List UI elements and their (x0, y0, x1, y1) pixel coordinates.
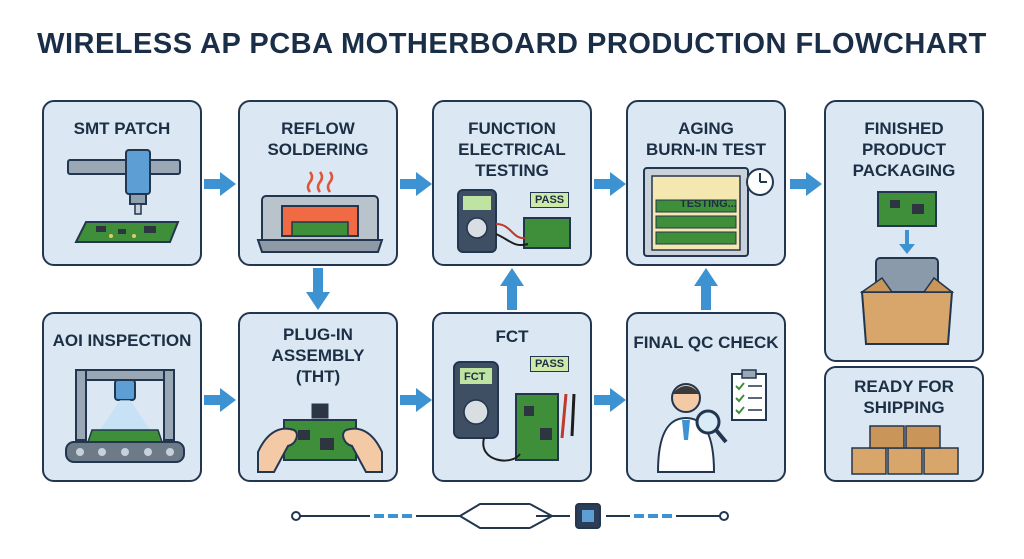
step-aging-burn-in-test: AGING BURN-IN TEST TESTING... (626, 100, 786, 266)
step-label: AOI INSPECTION (52, 331, 192, 350)
step-ready-for-shipping: READY FOR SHIPPING (824, 366, 984, 482)
hands-inserting-component-icon (257, 403, 383, 473)
pick-and-place-machine-icon (67, 149, 181, 243)
arrow-right-icon (400, 172, 432, 196)
step-label: ELECTRICAL (458, 140, 566, 159)
reflow-oven-icon (256, 171, 384, 253)
step-final-qc-check: FINAL QC CHECK (626, 312, 786, 482)
aoi-camera-conveyor-icon (65, 369, 185, 463)
multimeter-icon (457, 189, 571, 253)
arrow-up-icon (694, 268, 718, 310)
pass-badge: PASS (530, 356, 570, 372)
step-label: FINAL QC CHECK (633, 333, 779, 352)
anti-static-bag-box-icon (859, 191, 955, 345)
step-label: FCT (495, 327, 529, 346)
arrow-right-icon (594, 388, 626, 412)
arrow-up-icon (500, 268, 524, 310)
inspector-magnifier-icon (656, 369, 767, 473)
step-label: ASSEMBLY (271, 346, 365, 365)
stacked-boxes-icon (851, 425, 959, 475)
arrow-right-icon (204, 172, 236, 196)
step-fct: FCT FCT PASS (432, 312, 592, 482)
step-label: READY FOR (854, 377, 954, 396)
step-plug-in-assembly: PLUG-IN ASSEMBLY (THT) (238, 312, 398, 482)
arrow-right-icon (790, 172, 822, 196)
step-label: PLUG-IN (283, 325, 353, 344)
arrow-right-icon (594, 172, 626, 196)
step-function-electrical-testing: FUNCTION ELECTRICAL TESTING PASS (432, 100, 592, 266)
page-title: WIRELESS AP PCBA MOTHERBOARD PRODUCTION … (37, 28, 987, 60)
pass-badge: PASS (530, 192, 570, 208)
step-label: SHIPPING (863, 398, 945, 417)
step-aoi-inspection: AOI INSPECTION (42, 312, 202, 482)
status-text: TESTING... (680, 198, 737, 210)
burn-in-chamber-icon (643, 167, 774, 257)
step-label: REFLOW (281, 119, 355, 138)
step-label: (THT) (295, 367, 341, 386)
arrow-right-icon (400, 388, 432, 412)
fct-meter-icon (453, 361, 576, 462)
step-finished-product-packaging: FINISHED PRODUCT PACKAGING (824, 100, 984, 362)
step-smt-patch: SMT PATCH (42, 100, 202, 266)
step-label: AGING (678, 119, 734, 138)
arrow-right-icon (204, 388, 236, 412)
arrow-down-icon (306, 268, 330, 310)
circuit-trace-decoration-icon (291, 503, 729, 529)
fct-meter-label: FCT (464, 371, 486, 383)
step-label: FINISHED (864, 119, 944, 138)
step-label: PRODUCT (861, 140, 947, 159)
step-label: TESTING (475, 161, 549, 180)
step-label: SOLDERING (267, 140, 369, 159)
step-label: SMT PATCH (73, 119, 171, 138)
step-label: FUNCTION (468, 119, 556, 138)
step-label: PACKAGING (852, 161, 956, 180)
step-reflow-soldering: REFLOW SOLDERING (238, 100, 398, 266)
step-label: BURN-IN TEST (646, 140, 766, 159)
